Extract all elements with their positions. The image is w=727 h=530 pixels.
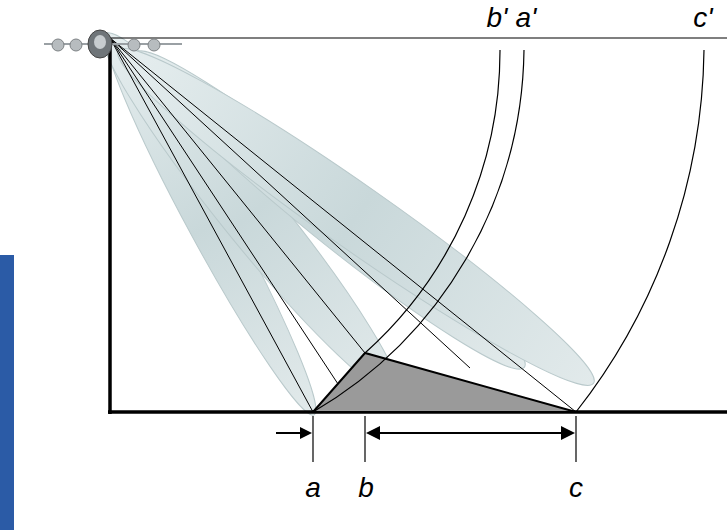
aircraft-icon bbox=[44, 30, 182, 58]
point-label: c' bbox=[693, 4, 712, 32]
point-label: a' bbox=[516, 4, 537, 32]
point-label: b bbox=[358, 474, 374, 502]
beam-lobes bbox=[82, 15, 612, 425]
point-label: a bbox=[305, 474, 321, 502]
point-label: b' bbox=[487, 4, 508, 32]
side-panel bbox=[0, 255, 14, 530]
point-label: c bbox=[569, 474, 583, 502]
rays bbox=[110, 38, 576, 412]
range-arcs bbox=[313, 50, 704, 412]
terrain-object bbox=[313, 353, 576, 412]
